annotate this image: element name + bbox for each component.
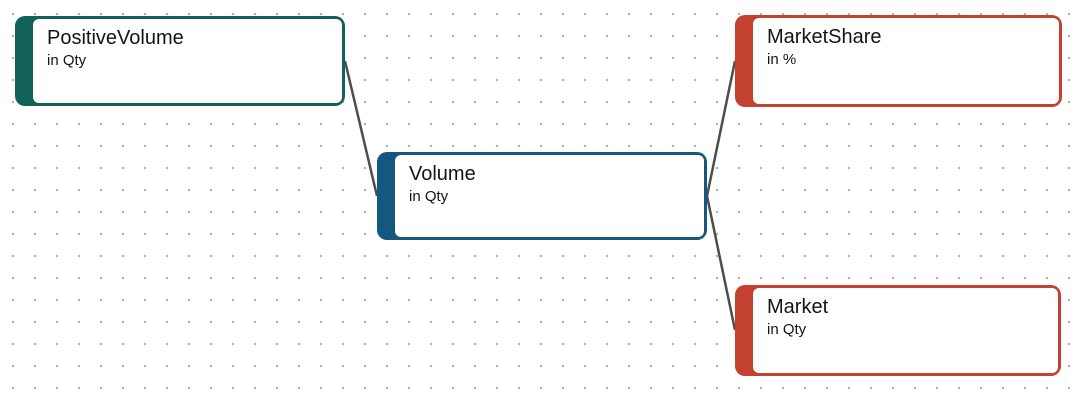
node-market[interactable]: Market in Qty	[735, 285, 1061, 376]
node-body: Volume in Qty	[395, 155, 704, 237]
node-title: MarketShare	[767, 26, 882, 48]
node-subtitle: in %	[767, 51, 797, 68]
connector-volume-market[interactable]	[705, 195, 737, 331]
node-body: MarketShare in %	[753, 18, 1059, 104]
connector-positivevolume-volume[interactable]	[343, 60, 379, 197]
node-subtitle: in Qty	[409, 188, 449, 205]
node-subtitle: in Qty	[767, 321, 807, 338]
node-positive-volume[interactable]: PositiveVolume in Qty	[15, 16, 345, 106]
node-volume[interactable]: Volume in Qty	[377, 152, 707, 240]
node-subtitle: in Qty	[47, 52, 87, 69]
node-body: PositiveVolume in Qty	[33, 19, 342, 103]
node-title: Volume	[409, 163, 476, 185]
node-body: Market in Qty	[753, 288, 1058, 373]
node-title: PositiveVolume	[47, 27, 184, 49]
node-title: Market	[767, 296, 829, 318]
connector-volume-marketshare[interactable]	[705, 60, 737, 197]
node-market-share[interactable]: MarketShare in %	[735, 15, 1062, 107]
